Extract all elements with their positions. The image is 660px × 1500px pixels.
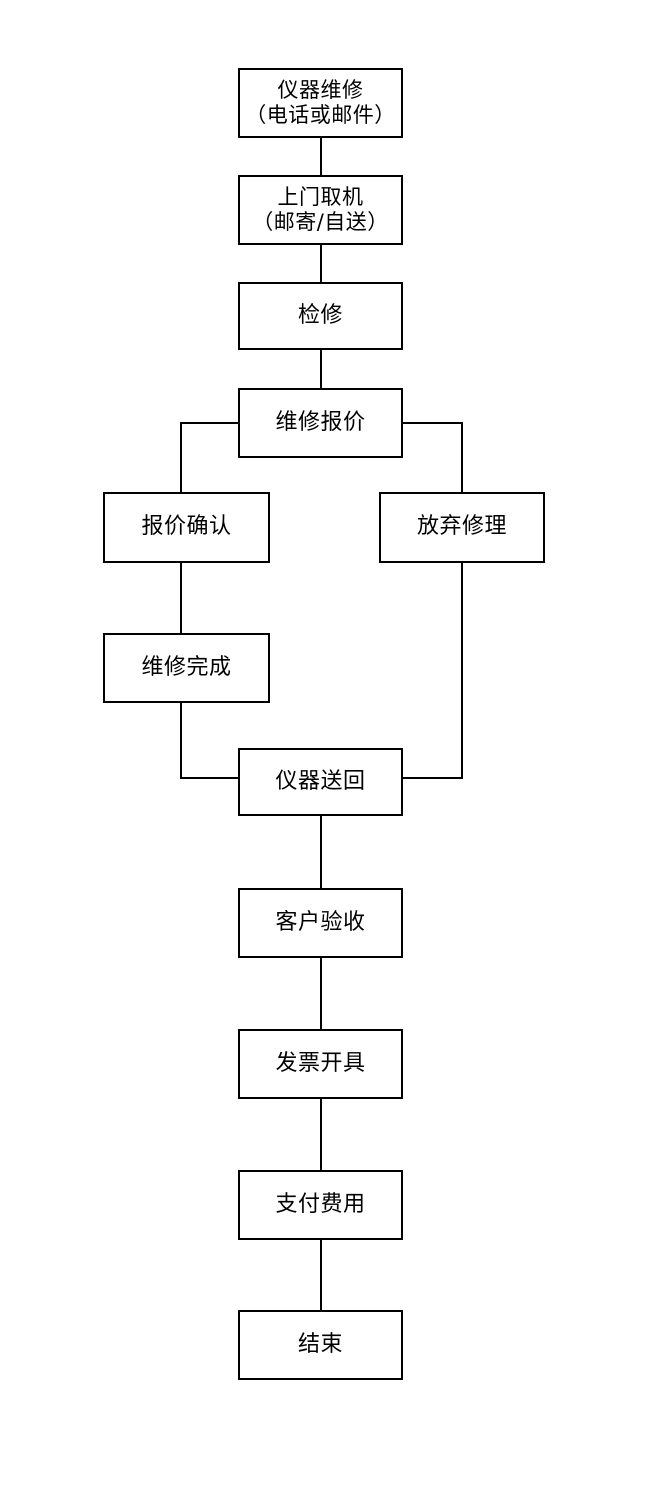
connector-n11-n12 <box>320 1239 322 1311</box>
node-label: 报价确认 <box>141 514 232 540</box>
connector-n6-n8-vertical <box>461 562 463 778</box>
node-label: 放弃修理 <box>416 514 507 540</box>
node-payment[interactable]: 支付费用 <box>238 1170 403 1240</box>
node-pickup-device[interactable]: 上门取机 （邮寄/自送） <box>238 175 403 245</box>
node-customer-acceptance[interactable]: 客户验收 <box>238 888 403 958</box>
connector-n4-n6-vertical <box>461 422 463 493</box>
connector-n4-n5-horizontal <box>180 422 240 424</box>
connector-n3-n4 <box>320 350 322 388</box>
connector-n4-n5-vertical <box>180 422 182 493</box>
node-quotation-confirmed[interactable]: 报价确认 <box>103 492 270 563</box>
connector-n5-n7 <box>180 562 182 634</box>
node-abandon-repair[interactable]: 放弃修理 <box>379 492 545 563</box>
node-issue-invoice[interactable]: 发票开具 <box>238 1029 403 1099</box>
node-label: 仪器维修 （电话或邮件） <box>245 78 396 127</box>
node-label: 仪器送回 <box>275 768 366 794</box>
node-label: 维修报价 <box>275 409 366 435</box>
connector-n8-n9 <box>320 815 322 889</box>
node-repair-completed[interactable]: 维修完成 <box>103 633 270 703</box>
connector-n4-n6-horizontal <box>401 422 463 424</box>
connector-n7-n8-vertical <box>180 702 182 778</box>
node-label: 上门取机 （邮寄/自送） <box>252 185 389 234</box>
node-label: 维修完成 <box>141 654 232 680</box>
connector-n2-n3 <box>320 245 322 282</box>
node-label: 发票开具 <box>275 1050 366 1076</box>
node-label: 客户验收 <box>275 909 366 935</box>
node-return-instrument[interactable]: 仪器送回 <box>238 748 403 816</box>
node-instrument-repair-request[interactable]: 仪器维修 （电话或邮件） <box>238 68 403 138</box>
node-repair-quotation[interactable]: 维修报价 <box>238 388 403 458</box>
node-label: 检修 <box>297 302 343 328</box>
connector-n6-n8-horizontal <box>401 777 463 779</box>
node-label: 结束 <box>297 1331 343 1357</box>
connector-n10-n11 <box>320 1098 322 1171</box>
node-label: 支付费用 <box>275 1191 366 1217</box>
node-end[interactable]: 结束 <box>238 1310 403 1380</box>
node-inspection[interactable]: 检修 <box>238 282 403 350</box>
connector-n1-n2 <box>320 138 322 175</box>
connector-n7-n8-horizontal <box>180 777 240 779</box>
connector-n9-n10 <box>320 957 322 1030</box>
